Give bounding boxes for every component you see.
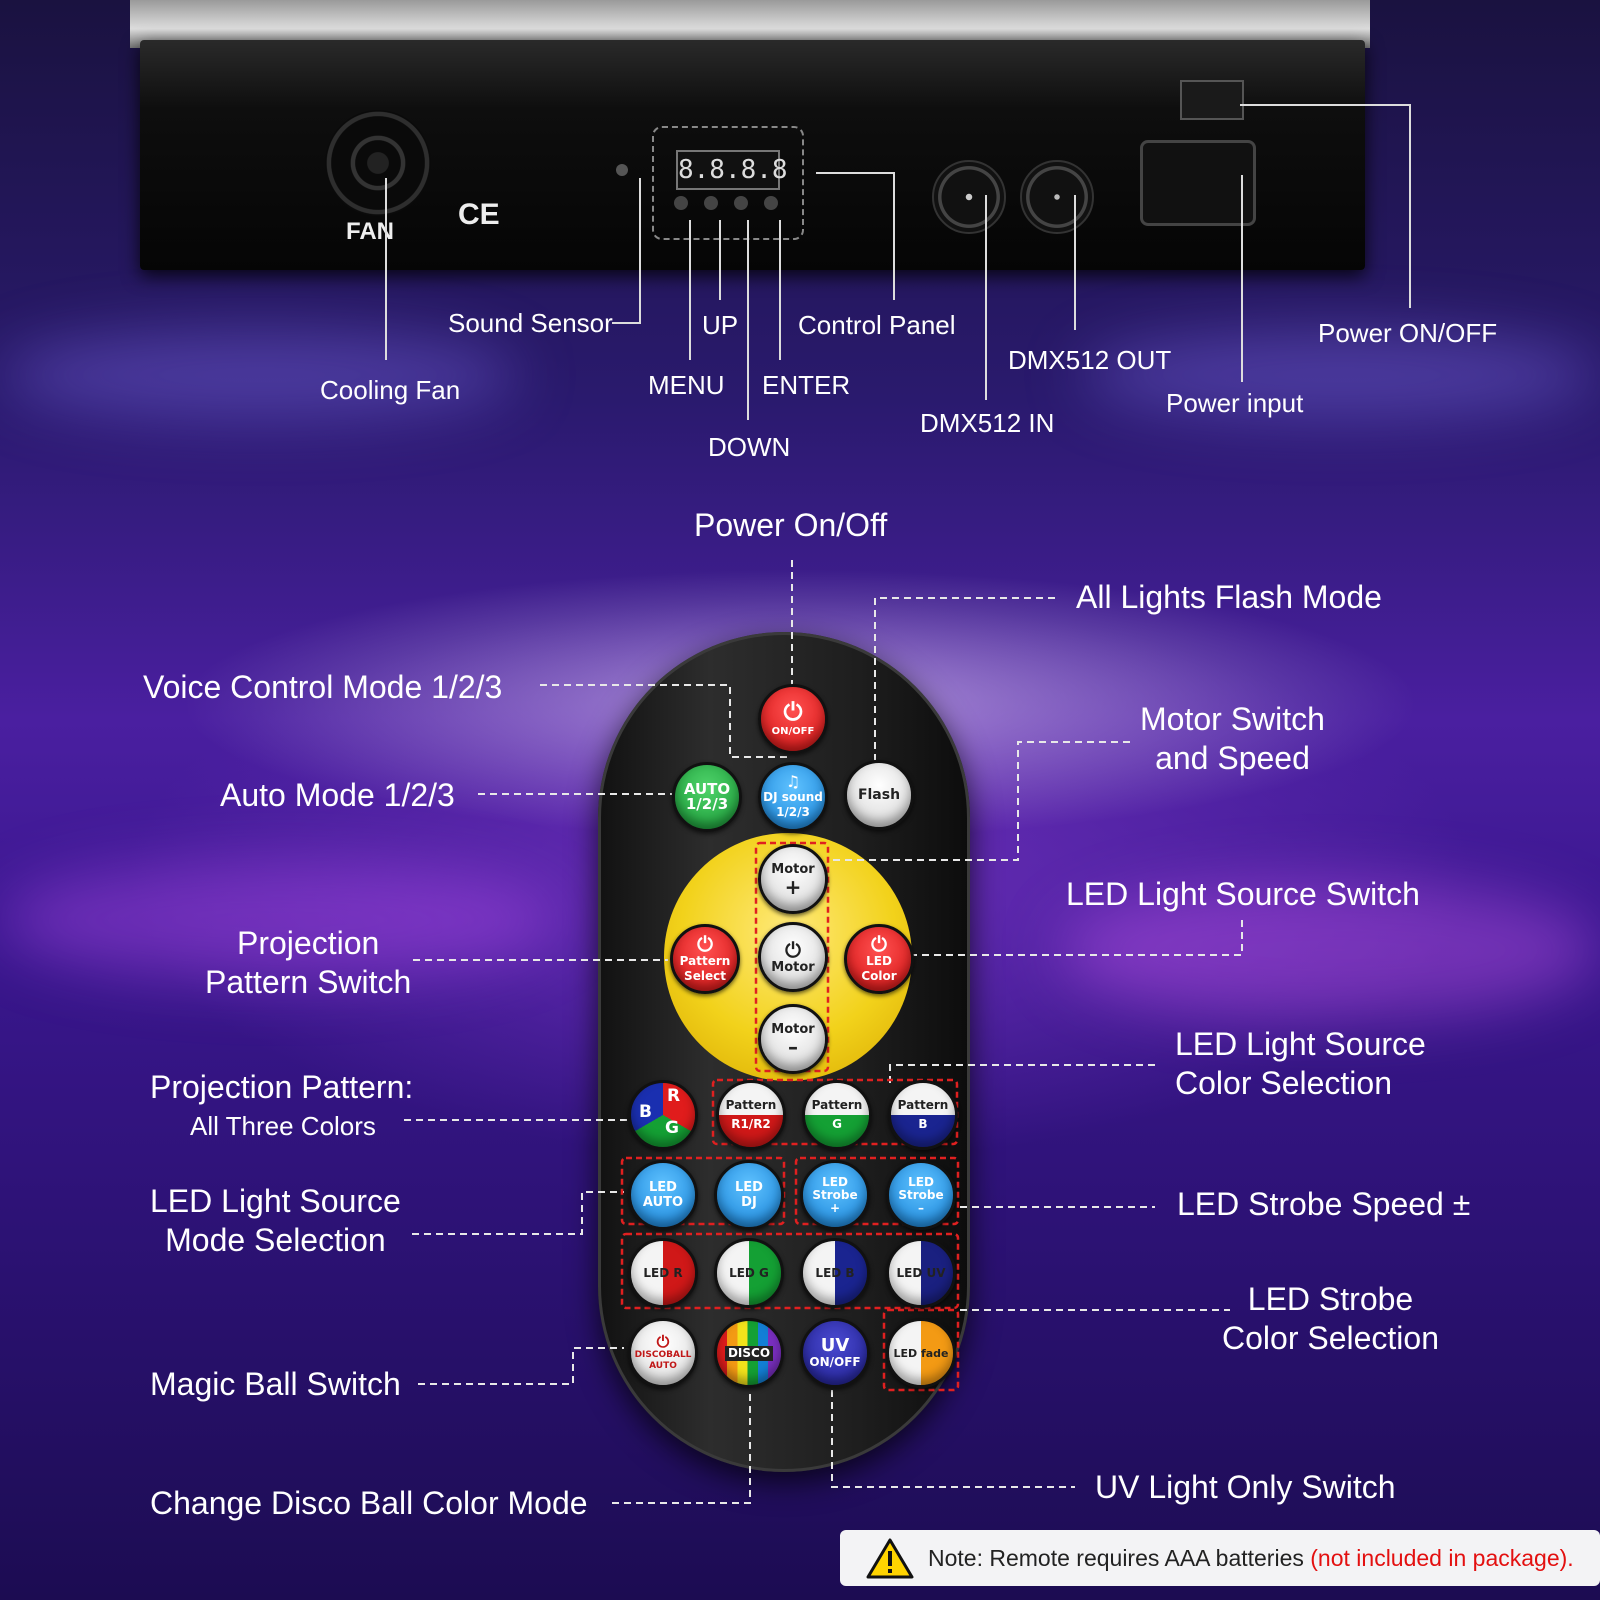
label-cooling-fan: Cooling Fan: [320, 375, 461, 405]
label-control-panel: Control Panel: [798, 310, 956, 340]
label-strobe-color: LED Strobe Color Selection: [1222, 1281, 1439, 1356]
enter-key[interactable]: [764, 196, 778, 210]
top-leader-lines: [385, 104, 1411, 420]
dmx-out-connector: [1020, 160, 1094, 234]
warning-icon: [866, 1538, 914, 1579]
dmx-in-connector: [932, 160, 1006, 234]
note-highlight: (not included in package).: [1310, 1544, 1574, 1571]
label-up: UP: [702, 310, 739, 340]
label-led-switch: LED Light Source Switch: [1066, 876, 1420, 912]
power-icon: ⏻: [785, 937, 801, 962]
music-note-icon: ♫: [785, 772, 801, 791]
label-projection-switch: Projection Pattern Switch: [205, 925, 412, 1000]
label-voice-mode: Voice Control Mode 1/2/3: [143, 669, 503, 705]
battery-note: Note: Remote requires AAA batteries (not…: [840, 1530, 1600, 1586]
motor-stop-button[interactable]: ⏻ Motor: [758, 922, 828, 992]
power-icon: ⏻: [697, 932, 713, 956]
motor-plus-button[interactable]: Motor+: [758, 844, 828, 914]
ce-mark: CE: [458, 198, 500, 231]
power-icon: ⏻: [656, 1332, 670, 1351]
label-led-mode-selection: LED Light Source Mode Selection: [150, 1183, 401, 1258]
label-dmx-out: DMX512 OUT: [1008, 345, 1172, 375]
label-flash-mode: All Lights Flash Mode: [1076, 579, 1382, 615]
label-dmx-in: DMX512 IN: [920, 408, 1055, 438]
label-power-onoff-remote: Power On/Off: [694, 507, 888, 543]
menu-key[interactable]: [674, 196, 688, 210]
label-motor-switch: Motor Switch and Speed: [1140, 701, 1325, 776]
power-onoff-button[interactable]: ⏻ ON/OFF: [758, 684, 828, 754]
label-sound-sensor: Sound Sensor: [448, 308, 613, 338]
label-menu: MENU: [648, 370, 725, 400]
down-key[interactable]: [734, 196, 748, 210]
fixture-back-panel: FAN CE 8.8.8.8: [140, 40, 1365, 270]
label-projection-pattern: Projection Pattern: All Three Colors: [150, 1069, 414, 1141]
led-green-button[interactable]: LED G: [714, 1238, 784, 1308]
label-led-color-selection: LED Light Source Color Selection: [1175, 1026, 1426, 1101]
led-uv-button[interactable]: LED UV: [886, 1238, 956, 1308]
cooling-fan-icon: [325, 110, 431, 216]
label-magic-ball: Magic Ball Switch: [150, 1366, 401, 1402]
rgb-all-colors-button[interactable]: R B G: [628, 1080, 698, 1150]
disco-color-button[interactable]: DISCO: [714, 1318, 784, 1388]
led-red-button[interactable]: LED R: [628, 1238, 698, 1308]
label-down: DOWN: [708, 432, 791, 462]
up-key[interactable]: [704, 196, 718, 210]
sound-sensor-icon: [616, 164, 628, 176]
power-input-socket: [1140, 140, 1256, 226]
label-enter: ENTER: [762, 370, 851, 400]
note-text: Note: Remote requires AAA batteries: [928, 1544, 1311, 1571]
power-switch[interactable]: [1180, 80, 1244, 120]
flash-button[interactable]: Flash: [844, 760, 914, 830]
control-panel-box: 8.8.8.8: [652, 126, 804, 240]
label-uv-only: UV Light Only Switch: [1095, 1469, 1396, 1505]
power-icon: ⏻: [783, 697, 803, 726]
motor-minus-button[interactable]: Motor–: [758, 1004, 828, 1074]
label-auto-mode: Auto Mode 1/2/3: [220, 777, 455, 813]
led-fade-button[interactable]: LED fade: [886, 1318, 956, 1388]
led-display: 8.8.8.8: [676, 150, 788, 190]
label-disco-color: Change Disco Ball Color Mode: [150, 1485, 588, 1521]
label-power-onoff: Power ON/OFF: [1318, 318, 1498, 348]
led-blue-button[interactable]: LED B: [800, 1238, 870, 1308]
label-power-input: Power input: [1166, 388, 1304, 418]
label-strobe-speed: LED Strobe Speed ±: [1177, 1186, 1471, 1222]
power-icon: ⏻: [871, 932, 887, 956]
